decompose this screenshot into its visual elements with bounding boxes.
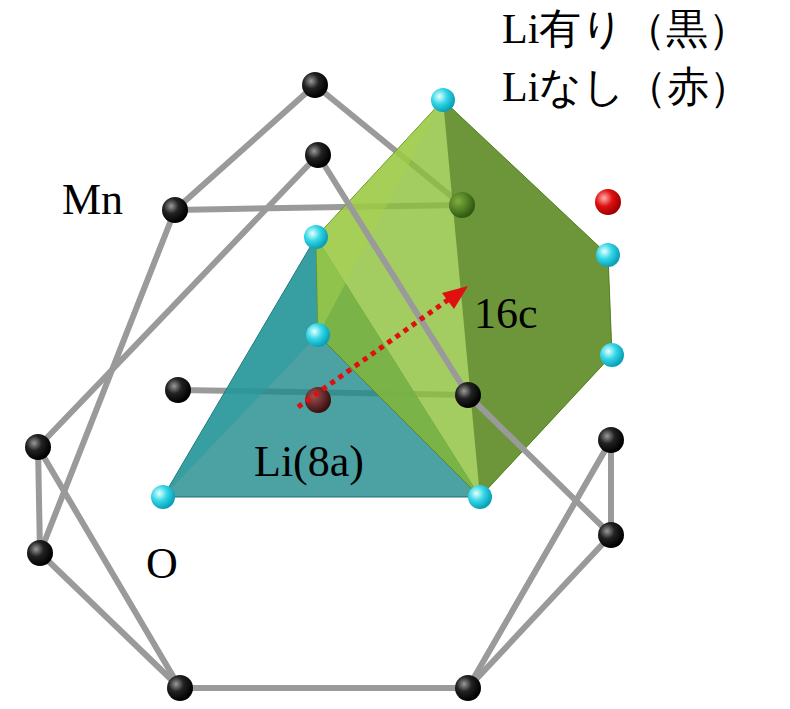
- mn-atom: [162, 197, 188, 223]
- frame-line: [40, 210, 175, 553]
- frame-lines: [38, 85, 611, 688]
- mn-atom: [598, 522, 624, 548]
- legend-text: Li有り（黒）: [502, 6, 750, 52]
- frame-line: [468, 535, 611, 688]
- hop-arrow: [298, 297, 452, 407]
- o-atom: [304, 225, 328, 249]
- mn-atom: [25, 434, 51, 460]
- o-atoms: [151, 88, 624, 509]
- frame-line: [180, 685, 468, 691]
- o-atom: [151, 485, 175, 509]
- mn-atoms: [25, 72, 624, 701]
- octa-face: [443, 100, 612, 497]
- mn-atom: [165, 377, 191, 403]
- o-atom: [431, 88, 455, 112]
- empty-li-site: [595, 189, 621, 215]
- o-atom: [596, 243, 620, 267]
- frame-line: [608, 440, 614, 535]
- frame-line: [318, 155, 468, 395]
- site-label: 16c: [474, 290, 538, 338]
- atom-label: O: [146, 540, 178, 588]
- o-atom: [600, 343, 624, 367]
- mn-atom: [27, 540, 53, 566]
- site-label: Li(8a): [254, 438, 364, 486]
- frame-line: [38, 447, 180, 688]
- mn-atom: [598, 427, 624, 453]
- frame-line: [38, 447, 40, 553]
- o-atom: [468, 485, 492, 509]
- mn-atom: [305, 142, 331, 168]
- mn-atom: [455, 675, 481, 701]
- frame-line: [468, 395, 611, 535]
- mn-atom: [167, 675, 193, 701]
- o-atom: [306, 323, 330, 347]
- hop-arrow-line: [298, 297, 452, 407]
- octa-face: [316, 100, 443, 335]
- mn-atom: [302, 72, 328, 98]
- frame-line: [175, 85, 315, 210]
- hidden-mn-atom: [449, 192, 475, 218]
- mn-atom: [455, 382, 481, 408]
- hop-arrow-head: [442, 286, 468, 309]
- legend-text: Liなし（赤）: [502, 64, 751, 110]
- atom-label: Mn: [62, 176, 123, 224]
